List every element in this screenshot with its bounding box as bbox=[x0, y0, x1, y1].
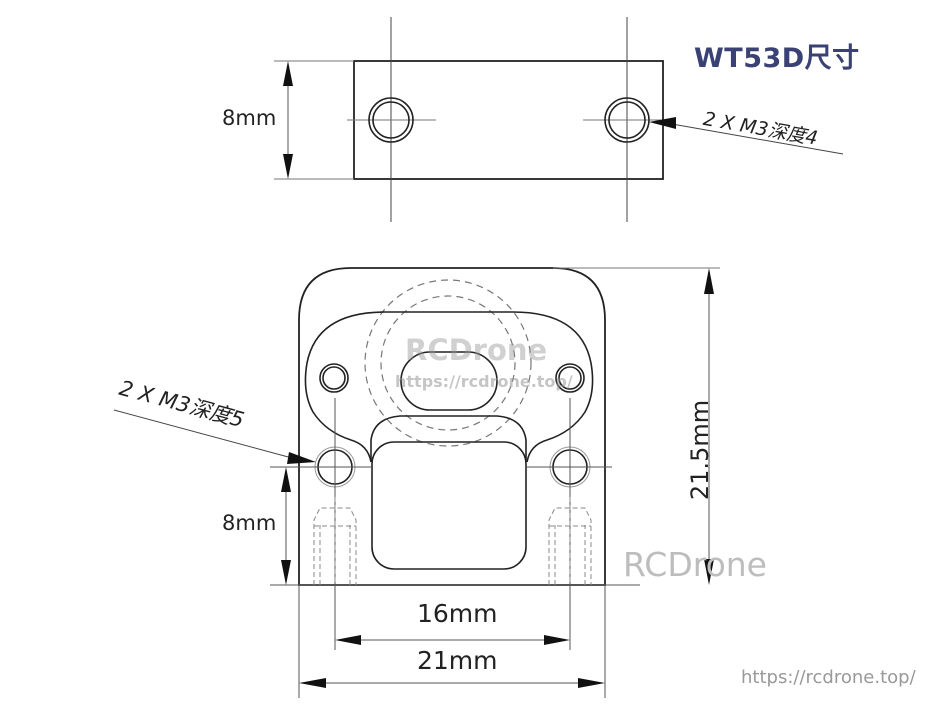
front-view-body bbox=[298, 267, 606, 586]
hole-offset-label: 8mm bbox=[222, 511, 277, 535]
center-watermark-brand: RCDrone bbox=[405, 333, 548, 367]
top-hole-right bbox=[604, 97, 650, 143]
front-view bbox=[113, 267, 720, 698]
width-label: 21mm bbox=[417, 646, 498, 675]
slot bbox=[400, 351, 498, 411]
top-view bbox=[274, 17, 844, 222]
sensor-window bbox=[371, 441, 527, 570]
corner-watermark-url: https://rcdrone.top/ bbox=[741, 667, 916, 688]
top-view-height-label: 8mm bbox=[222, 106, 277, 130]
top-hole-left bbox=[368, 97, 414, 143]
height-label: 21.5mm bbox=[686, 399, 715, 501]
center-watermark-url: https://rcdrone.top/ bbox=[395, 372, 573, 391]
hole-spacing-label: 16mm bbox=[417, 599, 498, 628]
drawing-title: WT53D尺寸 bbox=[694, 43, 860, 74]
right-watermark-brand: RCDrone bbox=[623, 545, 767, 584]
